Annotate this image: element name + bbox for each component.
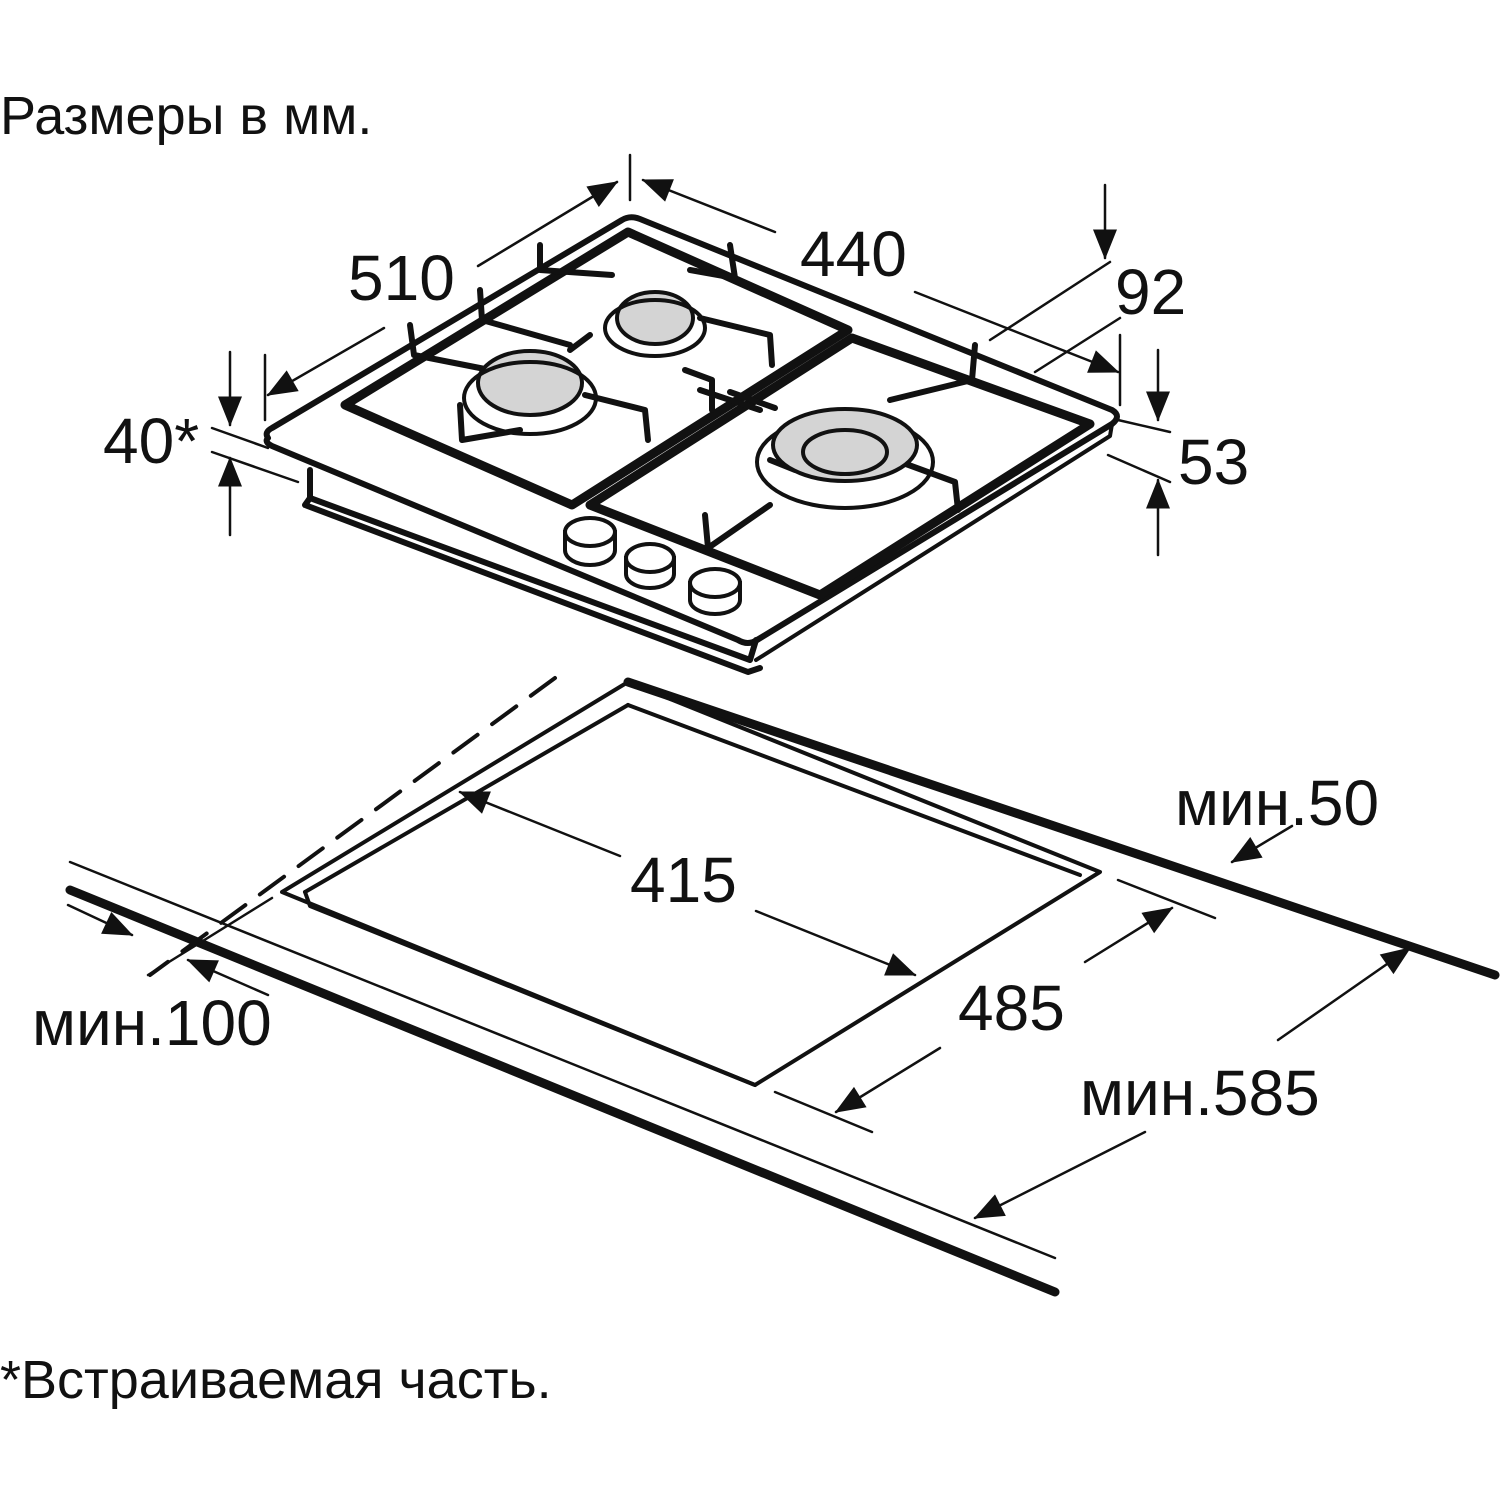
label-gap-92: 92	[1115, 256, 1186, 328]
label-min-100: мин.100	[32, 987, 272, 1059]
control-knob-1	[563, 516, 617, 567]
label-min-585: мин.585	[1080, 1057, 1320, 1129]
hob-body-edge	[307, 467, 759, 663]
footnote-buildin-part: *Встраиваемая часть.	[0, 1350, 552, 1410]
title-dimensions-mm: Размеры в мм.	[0, 86, 372, 146]
label-buildin-40: 40*	[103, 405, 199, 477]
worktop-illustration	[65, 676, 1500, 1297]
worktop-front-edge-thin	[68, 860, 1057, 1260]
burner-rear	[603, 290, 707, 358]
hob-illustration	[263, 214, 1120, 675]
worktop-rear-edge	[623, 677, 1500, 980]
label-cutout-485: 485	[958, 972, 1065, 1044]
worktop-rear-dashed	[148, 676, 557, 977]
cutout-dimension-lines	[66, 790, 1412, 1220]
label-depth-440: 440	[800, 218, 907, 290]
label-height-53: 53	[1178, 426, 1249, 498]
label-width-510: 510	[348, 242, 455, 314]
burner-front-left	[462, 349, 598, 436]
burner-front-right-large	[755, 407, 935, 510]
hob-top-plate	[263, 214, 1120, 646]
grate-left	[340, 227, 853, 510]
label-cutout-415: 415	[630, 844, 737, 916]
control-knob-3	[688, 567, 742, 616]
control-knob-2	[624, 542, 676, 590]
grate-right	[585, 333, 1095, 600]
label-min-50: мин.50	[1175, 767, 1379, 839]
worktop-front-edge	[65, 885, 1060, 1297]
pan-support	[537, 242, 615, 278]
hob-dimension-lines	[210, 153, 1172, 557]
